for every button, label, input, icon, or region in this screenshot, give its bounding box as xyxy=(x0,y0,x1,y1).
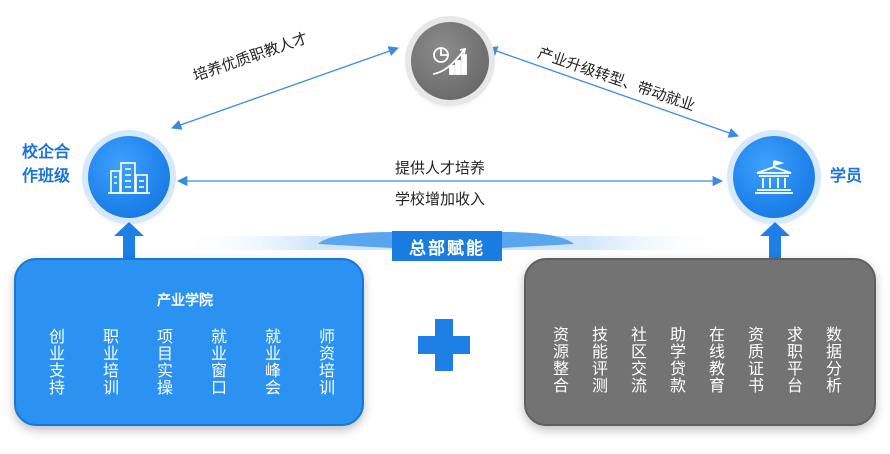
node-left-circle xyxy=(88,136,170,218)
growth-chart-icon xyxy=(432,47,467,75)
panel-item: 职业培训 xyxy=(100,328,119,396)
node-left-label: 校企合 作班级 xyxy=(21,142,70,185)
panel-item: 师资培训 xyxy=(316,328,335,396)
panel-item: 资源整合 xyxy=(550,326,569,394)
panel-item: 技能评测 xyxy=(589,326,608,394)
up-arrow-left xyxy=(114,222,144,260)
panel-item: 在线教育 xyxy=(706,326,725,394)
edge-label-left-right-upper: 提供人才培养 xyxy=(395,159,486,177)
plus-vertical-bar xyxy=(435,319,453,371)
panel-item: 助学贷款 xyxy=(667,326,686,394)
hq-empower-banner: 总部赋能 xyxy=(392,231,502,261)
panel-item: 求职平台 xyxy=(784,326,803,394)
panel-item: 就业峰会 xyxy=(262,328,281,396)
panel-item: 数据分析 xyxy=(823,326,842,394)
building-icon xyxy=(108,162,150,194)
node-right-circle xyxy=(733,136,815,218)
panel-title: 产业学院 xyxy=(157,293,213,309)
panel-item: 项目实操 xyxy=(154,328,173,396)
institution-icon xyxy=(755,160,793,194)
up-arrow-right xyxy=(760,222,790,260)
platform-services-panel: 资源整合 技能评测 社区交流 助学贷款 在线教育 资质证书 求职平台 数据分析 xyxy=(524,258,876,426)
panel-item: 创业支持 xyxy=(46,328,65,396)
industry-college-panel: 产业学院 创业支持 职业培训 项目实操 就业窗口 就业峰会 师资培训 xyxy=(14,258,364,426)
panel-item: 就业窗口 xyxy=(208,328,227,396)
edge-top-right xyxy=(487,46,739,138)
panel-item: 社区交流 xyxy=(628,326,647,394)
node-top-circle xyxy=(411,22,489,100)
panel-item: 资质证书 xyxy=(745,326,764,394)
banner-arc xyxy=(318,232,392,248)
edge-left-top xyxy=(171,46,399,130)
node-right-label: 学员 xyxy=(829,166,862,185)
edge-label-left-right-lower: 学校增加收入 xyxy=(395,190,486,208)
